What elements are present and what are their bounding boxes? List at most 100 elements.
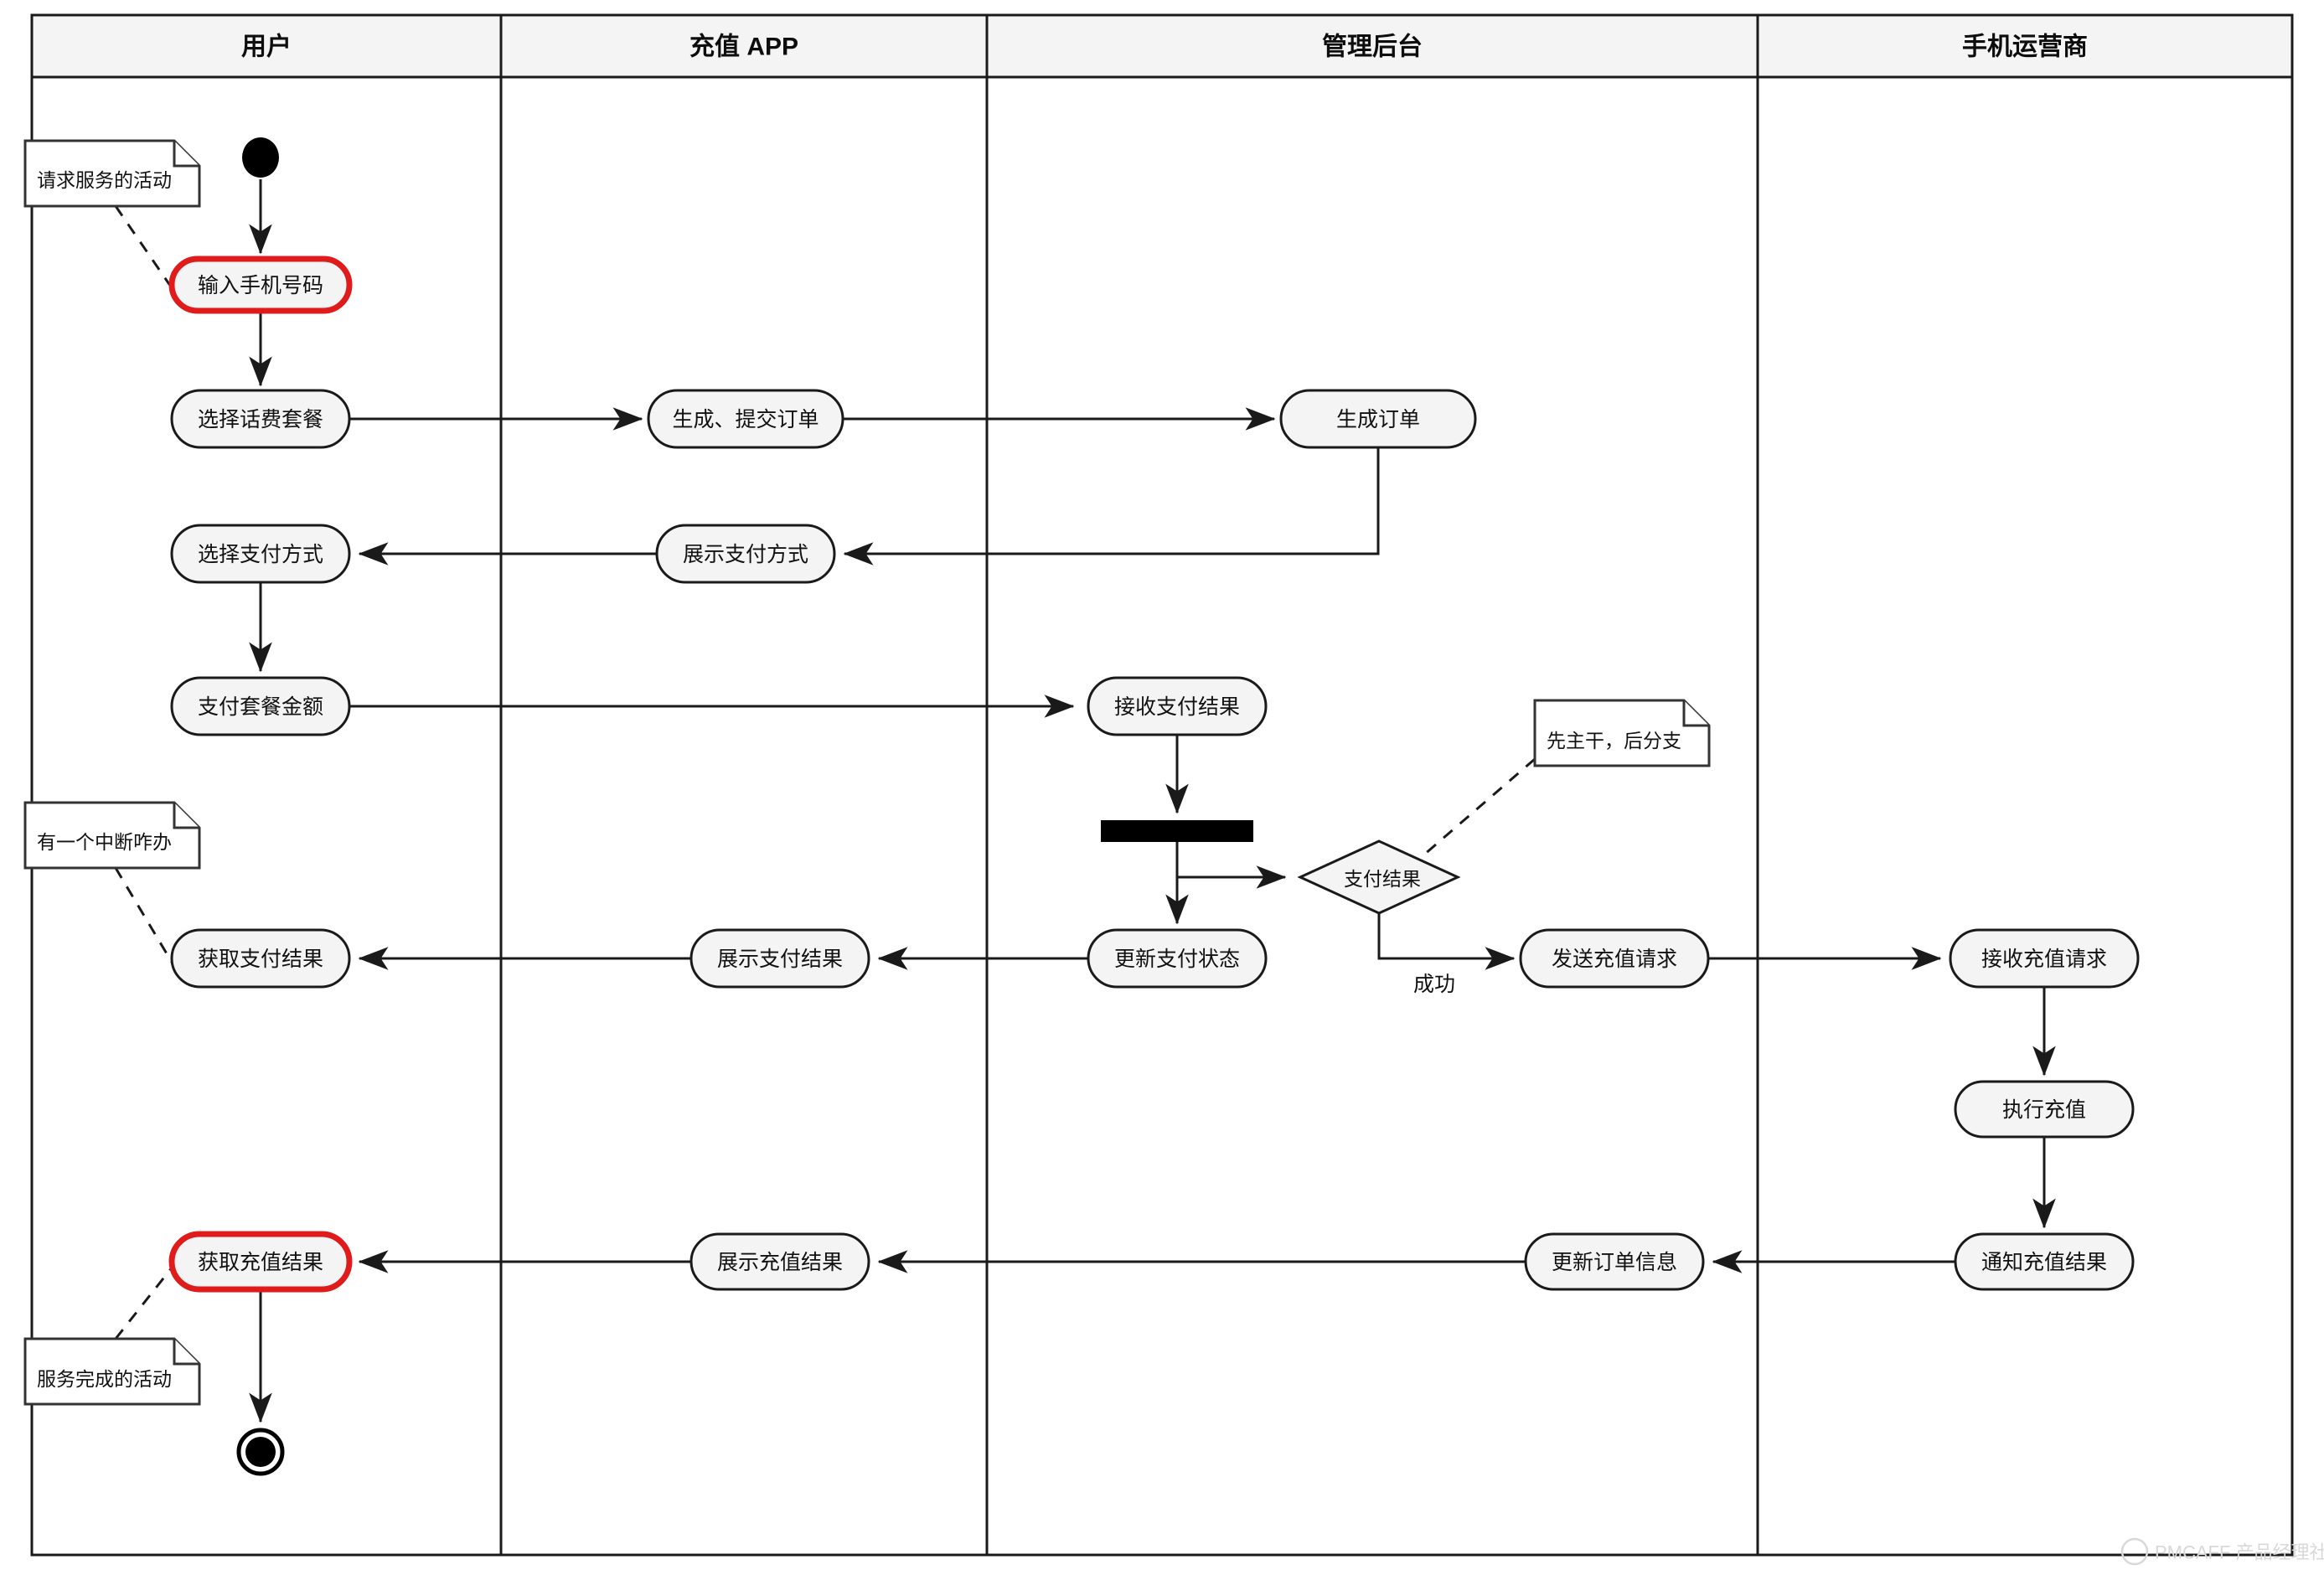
fork-node[interactable]	[1101, 820, 1253, 842]
activity-label: 生成订单	[1336, 408, 1420, 431]
activity-notify-recharge-result[interactable]: 通知充值结果	[1954, 1232, 2135, 1291]
note-body-shape	[23, 801, 201, 870]
node-final[interactable]	[236, 1428, 285, 1476]
activity-label: 发送充值请求	[1552, 948, 1677, 971]
activity-get-pay-result[interactable]: 获取支付结果	[170, 928, 351, 989]
activity-update-order-info[interactable]: 更新订单信息	[1524, 1232, 1705, 1291]
activity-label: 支付套餐金额	[198, 695, 323, 719]
decision-diamond-shape	[1297, 839, 1461, 915]
note-fold-icon	[173, 141, 199, 168]
note-request-service[interactable]: 请求服务的活动	[23, 139, 201, 208]
watermark-label: PMCAFF 产品经理社区	[2155, 1542, 2324, 1563]
activity-label: 展示支付结果	[717, 948, 843, 971]
activity-show-pay-result[interactable]: 展示支付结果	[689, 928, 870, 989]
note-label: 服务完成的活动	[37, 1368, 172, 1390]
activity-shape	[689, 1232, 870, 1291]
activity-shape	[170, 676, 351, 736]
lane-header-carrier[interactable]	[1756, 13, 2294, 79]
activity-label: 展示充值结果	[717, 1251, 843, 1274]
activity-shape	[168, 256, 353, 314]
activity-shape	[689, 928, 870, 989]
activity-shape	[647, 389, 844, 449]
activity-recv-pay-result[interactable]: 接收支付结果	[1087, 676, 1268, 736]
lane-title-user: 用户	[241, 34, 292, 61]
final-node-core-icon	[245, 1437, 276, 1467]
activity-label: 获取充值结果	[198, 1251, 323, 1274]
lane-body-admin	[985, 75, 1759, 1557]
note-trunk-first[interactable]: 先主干，后分支	[1533, 699, 1711, 767]
note-link-service-done	[114, 1266, 174, 1340]
lane-body-carrier	[1756, 75, 2294, 1557]
activity-show-pay-methods[interactable]: 展示支付方式	[655, 524, 836, 584]
lane-header-app[interactable]	[499, 13, 989, 79]
activity-select-plan[interactable]: 选择话费套餐	[170, 389, 351, 449]
note-fold-icon	[173, 1339, 199, 1366]
activity-show-recharge-result[interactable]: 展示充值结果	[689, 1232, 870, 1291]
activity-shape	[1949, 928, 2140, 989]
activity-label: 获取支付结果	[198, 948, 323, 971]
note-label: 请求服务的活动	[37, 169, 172, 191]
lane-header-user[interactable]	[30, 13, 503, 79]
activity-select-pay-method[interactable]: 选择支付方式	[170, 524, 351, 584]
note-label: 有一个中断咋办	[37, 831, 172, 853]
note-interrupt[interactable]: 有一个中断咋办	[23, 801, 201, 870]
decision-label: 支付结果	[1344, 868, 1421, 890]
activity-label: 执行充值	[2002, 1098, 2086, 1122]
edge-create-order-to-show-pay-methods	[843, 447, 1380, 566]
activity-pay-amount[interactable]: 支付套餐金额	[170, 676, 351, 736]
watermark: PMCAFF 产品经理社区	[2120, 1537, 2324, 1566]
lane-title-admin: 管理后台	[1322, 33, 1423, 61]
activity-shape	[170, 524, 351, 584]
final-node-ring-icon	[236, 1428, 285, 1476]
node-initial[interactable]	[242, 137, 279, 178]
lane-title-app: 充值 APP	[689, 34, 798, 61]
activity-create-order[interactable]: 生成订单	[1279, 389, 1477, 449]
activity-send-recharge-request[interactable]: 发送充值请求	[1519, 928, 1710, 989]
note-label: 先主干，后分支	[1547, 730, 1681, 751]
activity-input-phone[interactable]: 输入手机号码	[168, 256, 353, 314]
activity-label: 选择支付方式	[198, 543, 323, 566]
swimlane-bodies	[30, 75, 2294, 1557]
fork-bar-icon	[1101, 820, 1253, 842]
note-body-shape	[1533, 699, 1711, 767]
activity-shape	[1524, 1232, 1705, 1291]
note-fold-icon	[173, 803, 199, 829]
initial-node-icon	[242, 137, 279, 178]
decision-pay-result[interactable]: 支付结果	[1297, 839, 1461, 915]
activity-shape	[168, 1231, 353, 1293]
note-link-interrupt	[114, 867, 174, 964]
activity-do-recharge[interactable]: 执行充值	[1954, 1080, 2135, 1139]
swimlane-headers: 用户 充值 APP 管理后台 手机运营商	[30, 13, 2294, 79]
activity-label: 接收充值请求	[1981, 948, 2107, 971]
edge-labels-layer: 成功	[1413, 973, 1455, 996]
edge-decision-to-send-recharge	[1377, 913, 1516, 970]
activity-shape	[1279, 389, 1477, 449]
activity-label: 选择话费套餐	[198, 408, 323, 431]
activity-recv-recharge-request[interactable]: 接收充值请求	[1949, 928, 2140, 989]
note-body-shape	[23, 1337, 201, 1406]
watermark-logo-icon	[2120, 1537, 2149, 1566]
activity-shape	[1954, 1232, 2135, 1291]
activity-label: 展示支付方式	[683, 543, 808, 566]
activity-get-recharge-result[interactable]: 获取充值结果	[168, 1231, 353, 1293]
activity-shape	[170, 389, 351, 449]
activity-shape	[1954, 1080, 2135, 1139]
lane-title-carrier: 手机运营商	[1962, 34, 2088, 61]
activity-label: 输入手机号码	[198, 274, 323, 297]
note-link-trunk-first	[1423, 757, 1536, 856]
activity-shape	[1519, 928, 1710, 989]
activity-shape	[1087, 676, 1268, 736]
note-body-shape	[23, 139, 201, 208]
note-link-request-service	[114, 205, 176, 292]
activity-label: 通知充值结果	[1981, 1251, 2107, 1274]
activity-shape	[655, 524, 836, 584]
activity-make-submit-order[interactable]: 生成、提交订单	[647, 389, 844, 449]
activity-shape	[1087, 928, 1268, 989]
activity-update-pay-status[interactable]: 更新支付状态	[1087, 928, 1268, 989]
note-service-done[interactable]: 服务完成的活动	[23, 1337, 201, 1406]
lane-header-admin[interactable]	[985, 13, 1759, 79]
activity-label: 生成、提交订单	[672, 408, 819, 431]
note-connectors-layer	[114, 205, 1536, 1340]
